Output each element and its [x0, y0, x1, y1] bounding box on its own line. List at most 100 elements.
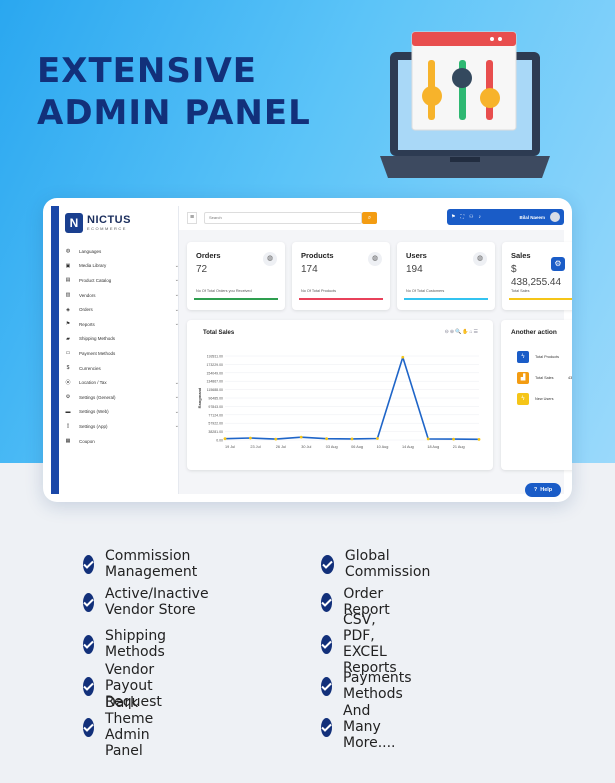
logo-mark-icon: N: [65, 213, 83, 233]
data-point: [350, 437, 354, 441]
sidebar-item-label: Settings (General): [79, 394, 116, 400]
search-input[interactable]: Search: [204, 212, 362, 224]
check-circle-icon: [321, 634, 332, 654]
stat-title: Orders: [196, 251, 221, 260]
x-tick-label: 30 Jul: [301, 445, 311, 449]
data-point: [274, 437, 278, 441]
sidebar-item-label: Shipping Methods: [79, 336, 116, 342]
check-circle-icon: [83, 554, 94, 574]
pin-icon: ⦿: [65, 379, 71, 386]
action-label: Total Sales: [535, 376, 554, 380]
chart-title: Total Sales: [203, 330, 235, 336]
data-point: [452, 437, 455, 441]
chevron-down-icon: ⌄: [174, 379, 179, 386]
bell-icon[interactable]: ♪: [478, 214, 481, 220]
gear-icon[interactable]: ⚙: [551, 257, 565, 271]
logo[interactable]: N NICTUS ECOMMERCE: [65, 212, 175, 234]
chart-toolbar[interactable]: ⊖⊕🔍✋⌂☰: [444, 329, 479, 335]
stat-card-products[interactable]: Products 174 No Of Total Products ◍: [292, 242, 390, 310]
check-circle-icon: [83, 592, 94, 612]
logo-name: NICTUS: [87, 214, 131, 226]
store-icon: ▥: [65, 292, 71, 299]
y-tick-label: 0.00: [216, 439, 223, 443]
bolt-icon: ϟ: [517, 351, 529, 363]
action-value: 438,255.44: [567, 376, 572, 380]
stat-value: 438,255.44: [511, 277, 562, 288]
chart-icon: ▟: [517, 372, 529, 384]
image-icon: ▣: [65, 262, 71, 269]
stat-card-orders[interactable]: Orders 72 No Of Total Orders you Receive…: [187, 242, 285, 310]
box-icon: ◈: [66, 306, 70, 313]
y-tick-label: 173229.00: [206, 363, 223, 367]
user-toolbar: ⚑ ⛶ ⚇ ♪ Bilal Naeem: [447, 209, 564, 225]
stat-caption: Total Sales: [511, 289, 530, 293]
feature-label: Dark Theme Admin Panel: [105, 695, 154, 759]
logo-sub: ECOMMERCE: [87, 226, 127, 231]
hamburger-icon[interactable]: ≡: [187, 212, 197, 224]
stat-value: 174: [301, 264, 318, 275]
feature-item: Shipping Methods: [83, 628, 174, 660]
sidebar-item[interactable]: ◈Orders⌄: [63, 302, 181, 317]
gear-icon: ⚙: [65, 394, 71, 401]
sidebar-item[interactable]: ▬Settings (Web)⌄: [63, 405, 181, 420]
sidebar-item[interactable]: ▭Payment Methods: [63, 346, 181, 361]
stat-card-sales[interactable]: Sales $ 438,255.44 Total Sales ◍: [502, 242, 572, 310]
feature-label: Global Commission: [344, 548, 431, 580]
topbar: ≡ Search ⌕ ⚑ ⛶ ⚇ ♪ Bilal Naeem: [179, 206, 564, 230]
sidebar-item-label: Currencies: [79, 365, 101, 371]
help-button[interactable]: ? Help: [525, 483, 561, 497]
feature-item: Vendor Payout Request: [83, 662, 170, 710]
y-tick-label: 38281.00: [208, 430, 223, 434]
feature-item: Commission Management: [83, 548, 205, 580]
sidebar-item-label: Payment Methods: [79, 350, 116, 356]
data-point: [325, 437, 328, 441]
sidebar-item-label: Coupon: [79, 438, 95, 444]
feature-item: Global Commission: [321, 548, 436, 580]
sidebar-item[interactable]: ▣Media Library⌄: [63, 259, 181, 274]
avatar[interactable]: [550, 212, 560, 222]
stat-card-users[interactable]: Users 194 No Of Total Customers ◍: [397, 242, 495, 310]
sidebar-item[interactable]: ▤Product Catalog⌄: [63, 273, 181, 288]
user-name[interactable]: Bilal Naeem: [519, 214, 545, 220]
sidebar-item[interactable]: ◍Languages: [63, 244, 181, 259]
feature-label: Active/Inactive Vendor Store: [105, 586, 209, 618]
feature-label: Commission Management: [105, 548, 198, 580]
x-tick-label: 03 Aug: [326, 445, 338, 449]
sidebar-item[interactable]: ▥Vendors⌄: [63, 288, 181, 303]
feature-item: Payments Methods: [321, 670, 420, 702]
feature-label: Shipping Methods: [105, 628, 167, 660]
headline-line-2: ADMIN PANEL: [37, 93, 311, 133]
stat-bar: [404, 298, 488, 300]
stat-bar: [299, 298, 383, 300]
stat-title: Sales: [511, 251, 531, 260]
sidebar: N NICTUS ECOMMERCE ◍Languages▣Media Libr…: [51, 206, 179, 494]
sidebar-item[interactable]: $Currencies: [63, 361, 181, 376]
sales-line-chart: 0.0038281.0057922.0077124.0097843.009648…: [197, 355, 481, 449]
y-tick-label: 97843.00: [208, 405, 223, 409]
sidebar-item[interactable]: ▰Shipping Methods: [63, 332, 181, 347]
users-icon[interactable]: ⚇: [469, 214, 474, 220]
y-tick-label: 115688.00: [207, 388, 223, 392]
fullscreen-icon[interactable]: ⛶: [460, 214, 464, 220]
action-row[interactable]: ▟ Total Sales 438,255.44: [517, 371, 572, 385]
check-circle-icon: [321, 554, 334, 574]
sidebar-item[interactable]: ▦Coupon: [63, 434, 181, 449]
x-tick-label: 23 Jul: [250, 445, 260, 449]
sidebar-item-label: Product Catalog: [79, 277, 112, 283]
data-point: [223, 437, 227, 441]
check-circle-icon: [321, 717, 332, 737]
check-circle-icon: [321, 592, 333, 612]
search-icon[interactable]: ⌕: [362, 212, 377, 224]
sidebar-item[interactable]: ⦿Location / Tax⌄: [63, 375, 181, 390]
sidebar-item[interactable]: ▯Settings (App)⌄: [63, 419, 181, 434]
x-tick-label: 26 Jul: [276, 445, 286, 449]
action-label: New Users: [535, 397, 554, 401]
flag-icon[interactable]: ⚑: [451, 214, 456, 220]
data-point: [477, 437, 481, 441]
sidebar-item[interactable]: ⚙Settings (General)⌄: [63, 390, 181, 405]
catalog-icon: ▤: [65, 277, 71, 284]
sidebar-item[interactable]: ⚑Reports⌄: [63, 317, 181, 332]
